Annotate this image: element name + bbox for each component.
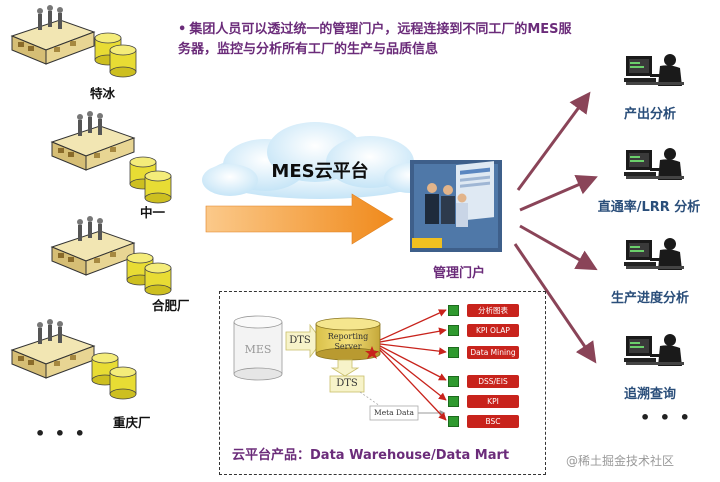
factory-label-4: 重庆厂: [113, 415, 151, 430]
output-square-3: [448, 347, 459, 358]
data-warehouse-caption: 云平台产品：Data Warehouse/Data Mart: [232, 448, 510, 463]
output-pill-5: KPI: [467, 395, 519, 408]
intro-bullet: •: [178, 22, 187, 37]
cloud-label: MES云平台: [271, 161, 369, 182]
reporting-label: Reporting: [327, 332, 369, 341]
dts-label-bottom: DTS: [336, 378, 358, 389]
fan-arrow-4: [513, 243, 597, 364]
data-warehouse-panel: [219, 291, 546, 475]
portal-label: 管理门户: [432, 266, 485, 281]
reporting-server-cylinder: [315, 317, 381, 361]
watermark: @稀土掘金技术社区: [566, 454, 675, 468]
analysis-label-4: 追溯查询: [623, 387, 676, 402]
output-pill-2: KPI OLAP: [467, 324, 519, 337]
factory-label-3: 合肥厂: [152, 298, 190, 313]
factory-label-1: 特冰: [90, 86, 116, 101]
analysis-more-dots: • • •: [640, 408, 692, 427]
fan-arrow-2: [519, 175, 598, 212]
dts-arrow-bottom: [329, 359, 365, 393]
output-pill-4: DSS/EIS: [467, 375, 519, 388]
analysis-label-2: 直通率/LRR 分析: [597, 200, 701, 215]
mes-label: MES: [244, 343, 272, 356]
fan-arrow-3: [519, 224, 598, 271]
factory-more-dots: • • •: [35, 424, 87, 443]
server-label: Server: [334, 342, 362, 351]
analysis-label-1: 产出分析: [623, 107, 676, 122]
fan-arrow-1: [516, 91, 591, 191]
intro-line-1: 集团人员可以透过统一的管理门户，远程连接到不同工厂的MES服: [189, 22, 572, 37]
mes-db-cylinder: [233, 315, 283, 381]
output-pill-1: 分析图表: [467, 304, 519, 317]
orange-arrow: [205, 193, 394, 245]
dts-label-top: DTS: [289, 335, 311, 346]
output-square-4: [448, 376, 459, 387]
intro-line-2: 务器，监控与分析所有工厂的生产与品质信息: [178, 42, 439, 57]
output-pill-3: Data Mining: [467, 346, 519, 359]
intro-text: •集团人员可以透过统一的管理门户，远程连接到不同工厂的MES服 务器，监控与分析…: [178, 20, 618, 60]
output-square-5: [448, 396, 459, 407]
meta-data-label: Meta Data: [374, 408, 414, 417]
output-pill-6: BSC: [467, 415, 519, 428]
red-output-arrows: [379, 309, 447, 421]
portal-image: [410, 160, 502, 252]
output-square-6: [448, 416, 459, 427]
output-square-1: [448, 305, 459, 316]
analysis-label-3: 生产进度分析: [610, 291, 689, 306]
meta-data-link: [359, 391, 446, 421]
factory-label-2: 中一: [140, 205, 166, 220]
output-square-2: [448, 325, 459, 336]
